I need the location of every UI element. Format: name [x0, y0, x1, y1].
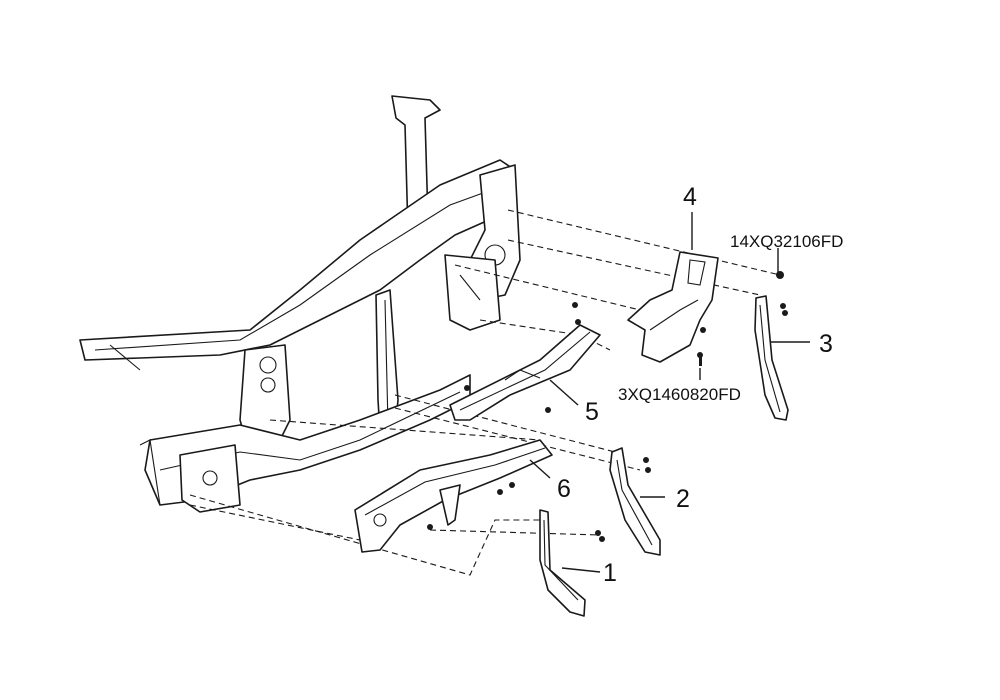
nut-icon — [780, 303, 786, 309]
callout-3: 3 — [819, 330, 833, 358]
nut-icon — [509, 482, 515, 488]
nut-icon — [572, 302, 578, 308]
part-2-brace — [609, 447, 661, 556]
nut-icon — [643, 457, 649, 463]
nut-icon — [645, 467, 651, 473]
callout-5: 5 — [585, 398, 599, 426]
nut-icon — [700, 327, 706, 333]
nut-icon — [782, 310, 788, 316]
part-4-bracket — [627, 251, 719, 363]
callout-1: 1 — [603, 559, 617, 587]
nut-icon — [776, 271, 784, 279]
callout-6: 6 — [557, 475, 571, 503]
nut-icon — [599, 536, 605, 542]
part-5-crossmember — [449, 324, 601, 421]
nut-icon — [427, 524, 433, 530]
bolt-icon — [545, 407, 551, 413]
bolt-part-code: 3XQ1460820FD — [618, 385, 741, 404]
nut-part-code: 14XQ32106FD — [730, 232, 843, 251]
radiator-support-frame — [79, 95, 521, 513]
nut-icon — [575, 319, 581, 325]
part-1-brace — [539, 509, 586, 617]
fasteners — [427, 271, 788, 542]
leader-lines — [529, 212, 810, 573]
part-6-lower-crossmember — [354, 439, 553, 553]
nut-icon — [497, 489, 503, 495]
callout-2: 2 — [676, 485, 690, 513]
assembly-guide-lines — [189, 209, 781, 576]
nut-icon — [595, 530, 601, 536]
part-3-brace — [754, 295, 789, 421]
callout-4: 4 — [683, 183, 697, 211]
nut-icon — [464, 385, 470, 391]
